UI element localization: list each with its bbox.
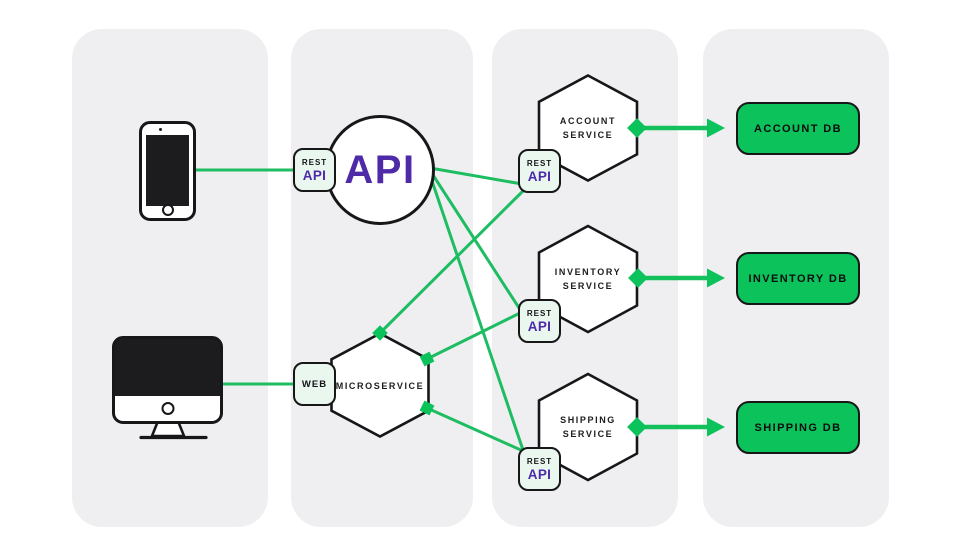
inventory-service-hexagon <box>537 224 639 334</box>
shipping-service-hexagon <box>537 372 639 482</box>
api-label: API <box>527 466 552 482</box>
desktop-monitor-icon <box>112 336 223 424</box>
inventory-db-node: INVENTORY DB <box>736 252 860 305</box>
shipping-db-node: SHIPPING DB <box>736 401 860 454</box>
api-label: API <box>302 167 327 183</box>
api-label: API <box>527 318 552 334</box>
connector-inventory-service <box>628 268 648 288</box>
inventory-service-label: INVENTORY SERVICE <box>528 265 648 293</box>
account-service-hexagon <box>537 74 639 182</box>
connector-shipping-service <box>627 417 647 437</box>
phone-camera-dot <box>159 128 162 131</box>
rest-label: REST <box>526 308 553 318</box>
inventory-service-rest-badge: REST API <box>518 299 561 343</box>
arrowhead-account-db <box>707 118 725 138</box>
edge-microservice-shipping <box>425 406 525 453</box>
monitor-power-button <box>161 402 174 415</box>
shipping-service-rest-badge: REST API <box>518 447 561 491</box>
shipping-service-label: SHIPPING SERVICE <box>528 413 648 441</box>
api-label: API <box>527 168 552 184</box>
connector-microservice-lower <box>419 400 435 416</box>
account-service-rest-badge: REST API <box>518 149 561 193</box>
arrowhead-shipping-db <box>707 417 725 437</box>
phone-home-button <box>161 204 174 216</box>
api-gateway-label: API <box>344 147 416 192</box>
shipping-service-line2: SERVICE <box>562 429 614 439</box>
shipping-service-line1: SHIPPING <box>560 415 616 425</box>
microservice-label: MICROSERVICE <box>335 381 425 391</box>
web-label: WEB <box>301 378 328 390</box>
account-service-label: ACCOUNT SERVICE <box>528 114 648 142</box>
rest-label: REST <box>526 158 553 168</box>
connector-microservice-upper <box>419 351 435 367</box>
inventory-service-line2: SERVICE <box>562 281 614 291</box>
edge-gateway-shipping <box>428 173 525 452</box>
clients-panel <box>72 29 268 527</box>
edge-gateway-account <box>428 166 524 186</box>
microservice-web-badge: WEB <box>293 362 336 406</box>
api-gateway-rest-badge: REST API <box>293 148 336 192</box>
arrowhead-inventory-db <box>707 268 725 288</box>
gateway-panel <box>291 29 473 527</box>
edge-microservice-inventory <box>425 311 522 361</box>
rest-label: REST <box>301 157 328 167</box>
account-db-node: ACCOUNT DB <box>736 102 860 155</box>
smartphone-icon <box>139 121 196 221</box>
edge-gateway-inventory <box>429 170 523 313</box>
phone-screen <box>146 135 189 206</box>
edge-microservice-account <box>378 188 526 335</box>
account-service-line2: SERVICE <box>562 130 614 140</box>
rest-label: REST <box>526 456 553 466</box>
account-service-line1: ACCOUNT <box>559 116 617 126</box>
api-gateway-node: API <box>325 115 435 225</box>
inventory-service-line1: INVENTORY <box>554 267 622 277</box>
